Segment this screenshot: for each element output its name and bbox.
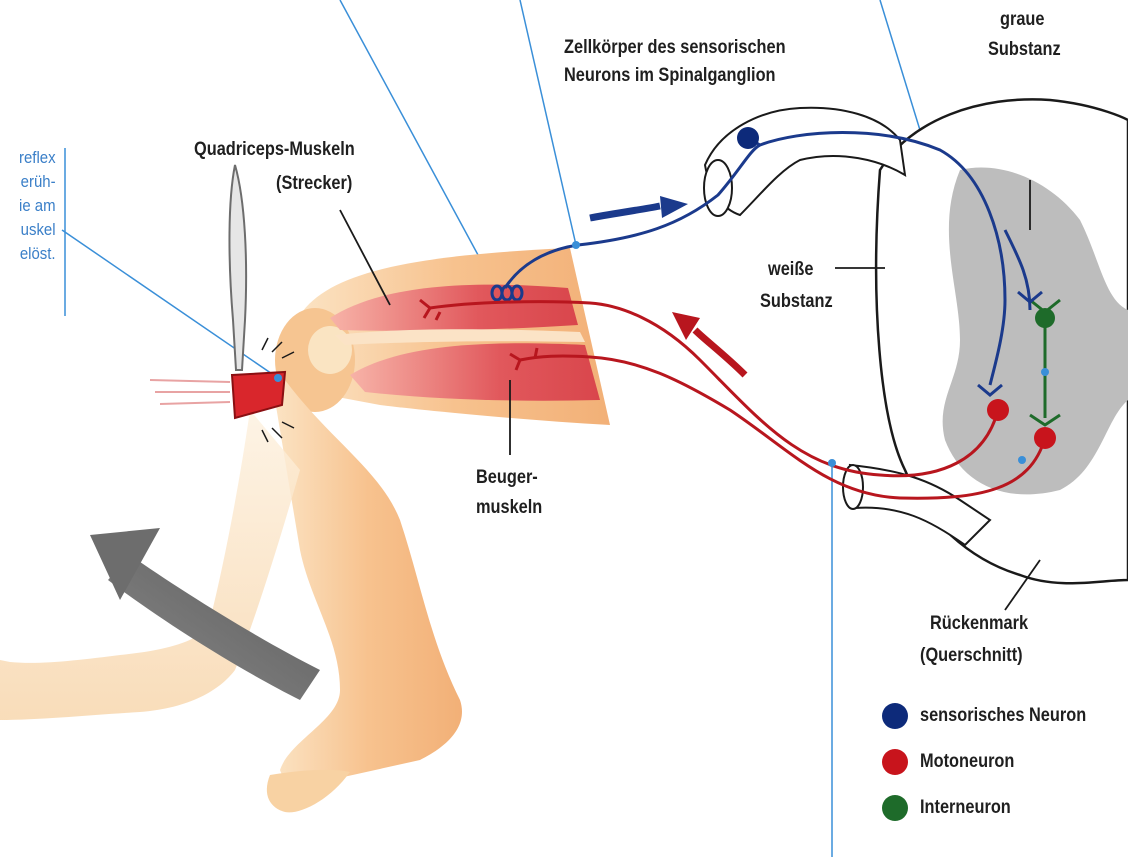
interneuron-swatch (882, 795, 908, 821)
spinal-cord-label-line2: (Querschnitt) (920, 644, 1023, 668)
dorsal-root (704, 108, 905, 216)
legend-label-sensory: sensorisches Neuron (920, 705, 1086, 727)
legend-item-sensory: sensorisches Neuron (882, 703, 1113, 729)
signal-arrows (590, 196, 745, 375)
flexor-label-line2: muskeln (476, 496, 542, 520)
side-note: reflex erüh- ie am uskel elöst. (14, 146, 56, 266)
legend-label-motor: Motoneuron (920, 751, 1014, 773)
motoneuron-1-cell-body (987, 399, 1009, 421)
cell-body-label-line1: Zellkörper des sensorischen (564, 36, 786, 60)
interneuron-cell-body (1035, 308, 1055, 328)
grey-matter-label-line2: Substanz (988, 38, 1061, 62)
side-note-line-0: reflex (19, 146, 56, 170)
side-note-line-1: erüh- (19, 170, 56, 194)
motor-marker-dot-2 (1018, 456, 1026, 464)
hammer-marker-dot (274, 374, 282, 382)
side-note-line-2: ie am (19, 194, 56, 218)
sensory-marker-dot (572, 241, 580, 249)
legend-item-inter: Interneuron (882, 795, 1026, 821)
motor-marker-dot (828, 459, 836, 467)
sensory-cell-body (737, 127, 759, 149)
side-note-line-4: elöst. (19, 242, 56, 266)
flexor-label-line1: Beuger- (476, 466, 538, 490)
quadriceps-label-line2: (Strecker) (276, 172, 352, 196)
side-note-line-3: uskel (19, 218, 56, 242)
reflex-hammer-icon (150, 165, 294, 442)
white-matter-label-line1: weiße (768, 258, 813, 282)
cell-body-label-line2: Neurons im Spinalganglion (564, 64, 776, 88)
legend-item-motor: Motoneuron (882, 749, 1030, 775)
inter-marker-dot (1041, 368, 1049, 376)
grey-matter-label-line1: graue (1000, 8, 1045, 32)
motoneuron-2-cell-body (1034, 427, 1056, 449)
spinal-cord-label-line1: Rückenmark (930, 612, 1028, 636)
quadriceps-label-line1: Quadriceps-Muskeln (194, 138, 355, 162)
sensory-neuron-swatch (882, 703, 908, 729)
motoneuron-swatch (882, 749, 908, 775)
legend-label-inter: Interneuron (920, 797, 1011, 819)
white-matter-label-line2: Substanz (760, 290, 833, 314)
